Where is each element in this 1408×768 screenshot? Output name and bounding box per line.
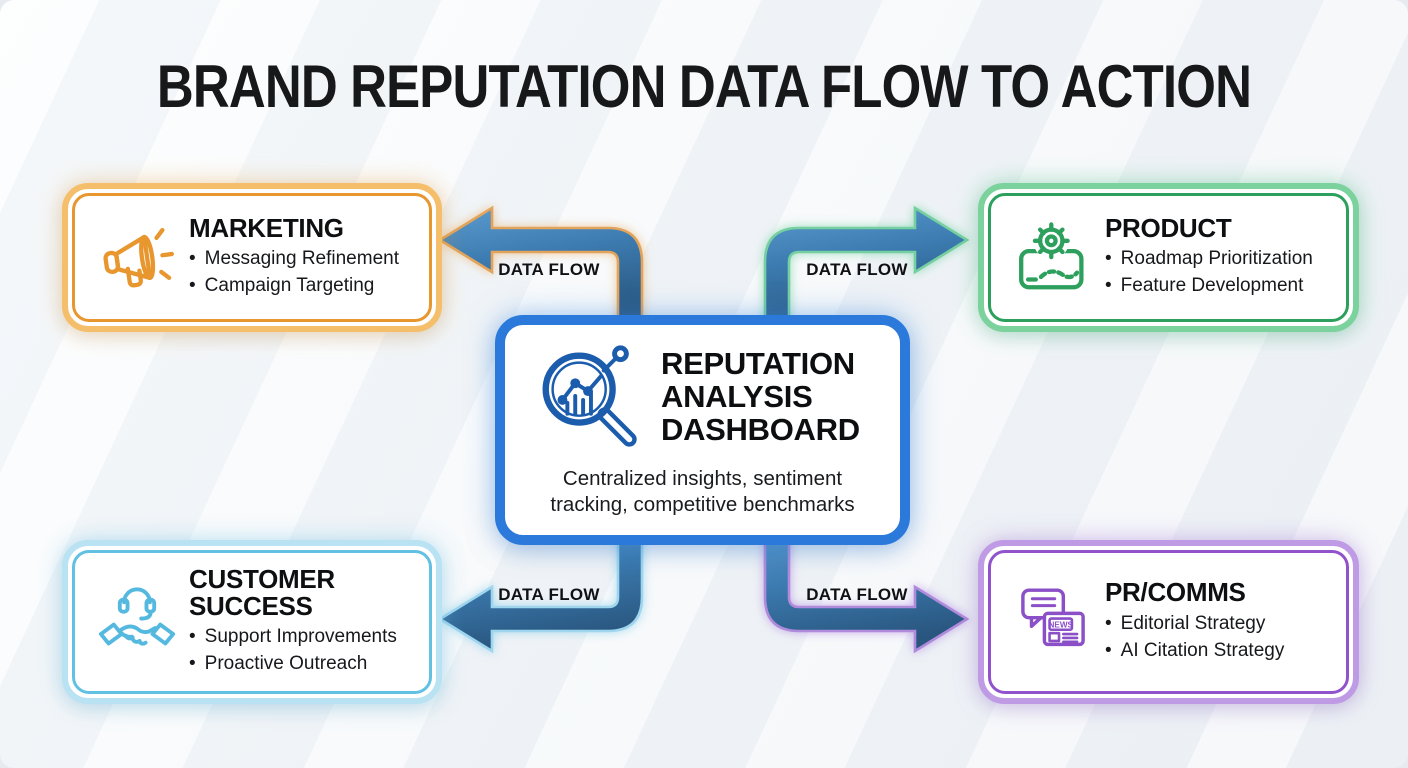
- data-flow-label-bottom-right: DATA FLOW: [806, 585, 908, 604]
- product-title: PRODUCT: [1105, 212, 1232, 243]
- customer-success-card: CUSTOMER SUCCESS Support Improvements Pr…: [62, 540, 442, 704]
- marketing-card: MARKETING Messaging Refinement Campaign …: [62, 183, 442, 332]
- pr-comms-card: NEWS PR/COMMS Editorial Strategy AI Cita…: [978, 540, 1359, 704]
- megaphone-icon: [85, 215, 189, 301]
- dashboard-subtitle: Centralized insights, sentiment tracking…: [550, 466, 855, 516]
- bullet-item: Roadmap Prioritization: [1105, 246, 1332, 273]
- product-bullet-list: Roadmap Prioritization Feature Developme…: [1105, 246, 1332, 300]
- data-flow-label-top-left: DATA FLOW: [498, 260, 600, 279]
- marketing-title: MARKETING: [189, 212, 344, 243]
- news-icon-label: NEWS: [1049, 621, 1074, 630]
- marketing-card-inner: MARKETING Messaging Refinement Campaign …: [72, 193, 432, 322]
- product-card-inner: PRODUCT Roadmap Prioritization Feature D…: [988, 193, 1349, 322]
- pr-comms-bullet-list: Editorial Strategy AI Citation Strategy: [1105, 611, 1332, 665]
- data-flow-label-top-right: DATA FLOW: [806, 260, 908, 279]
- reputation-dashboard-card: REPUTATION ANALYSIS DASHBOARD Centralize…: [495, 315, 910, 545]
- page-title: BRAND REPUTATION DATA FLOW TO ACTION: [156, 53, 1252, 120]
- customer-success-bullet-list: Support Improvements Proactive Outreach: [189, 624, 415, 678]
- bullet-item: Campaign Targeting: [189, 273, 415, 300]
- news-speech-icon: NEWS: [1001, 579, 1105, 665]
- bullet-item: Messaging Refinement: [189, 246, 415, 273]
- marketing-bullet-list: Messaging Refinement Campaign Targeting: [189, 246, 415, 300]
- roadmap-gear-icon: [1001, 215, 1105, 301]
- customer-success-card-inner: CUSTOMER SUCCESS Support Improvements Pr…: [72, 550, 432, 694]
- bullet-item: Editorial Strategy: [1105, 611, 1332, 638]
- handshake-headset-icon: [85, 579, 189, 665]
- data-flow-label-bottom-left: DATA FLOW: [498, 585, 600, 604]
- product-card: PRODUCT Roadmap Prioritization Feature D…: [978, 183, 1359, 332]
- pr-comms-title: PR/COMMS: [1105, 577, 1246, 608]
- magnifier-analytics-icon: [525, 338, 653, 456]
- bullet-item: Proactive Outreach: [189, 651, 415, 678]
- bullet-item: AI Citation Strategy: [1105, 638, 1332, 665]
- customer-success-title: CUSTOMER SUCCESS: [189, 563, 335, 622]
- bullet-item: Feature Development: [1105, 273, 1332, 300]
- bullet-item: Support Improvements: [189, 624, 415, 651]
- dashboard-title: REPUTATION ANALYSIS DASHBOARD: [661, 346, 860, 448]
- pr-comms-card-inner: NEWS PR/COMMS Editorial Strategy AI Cita…: [988, 550, 1349, 694]
